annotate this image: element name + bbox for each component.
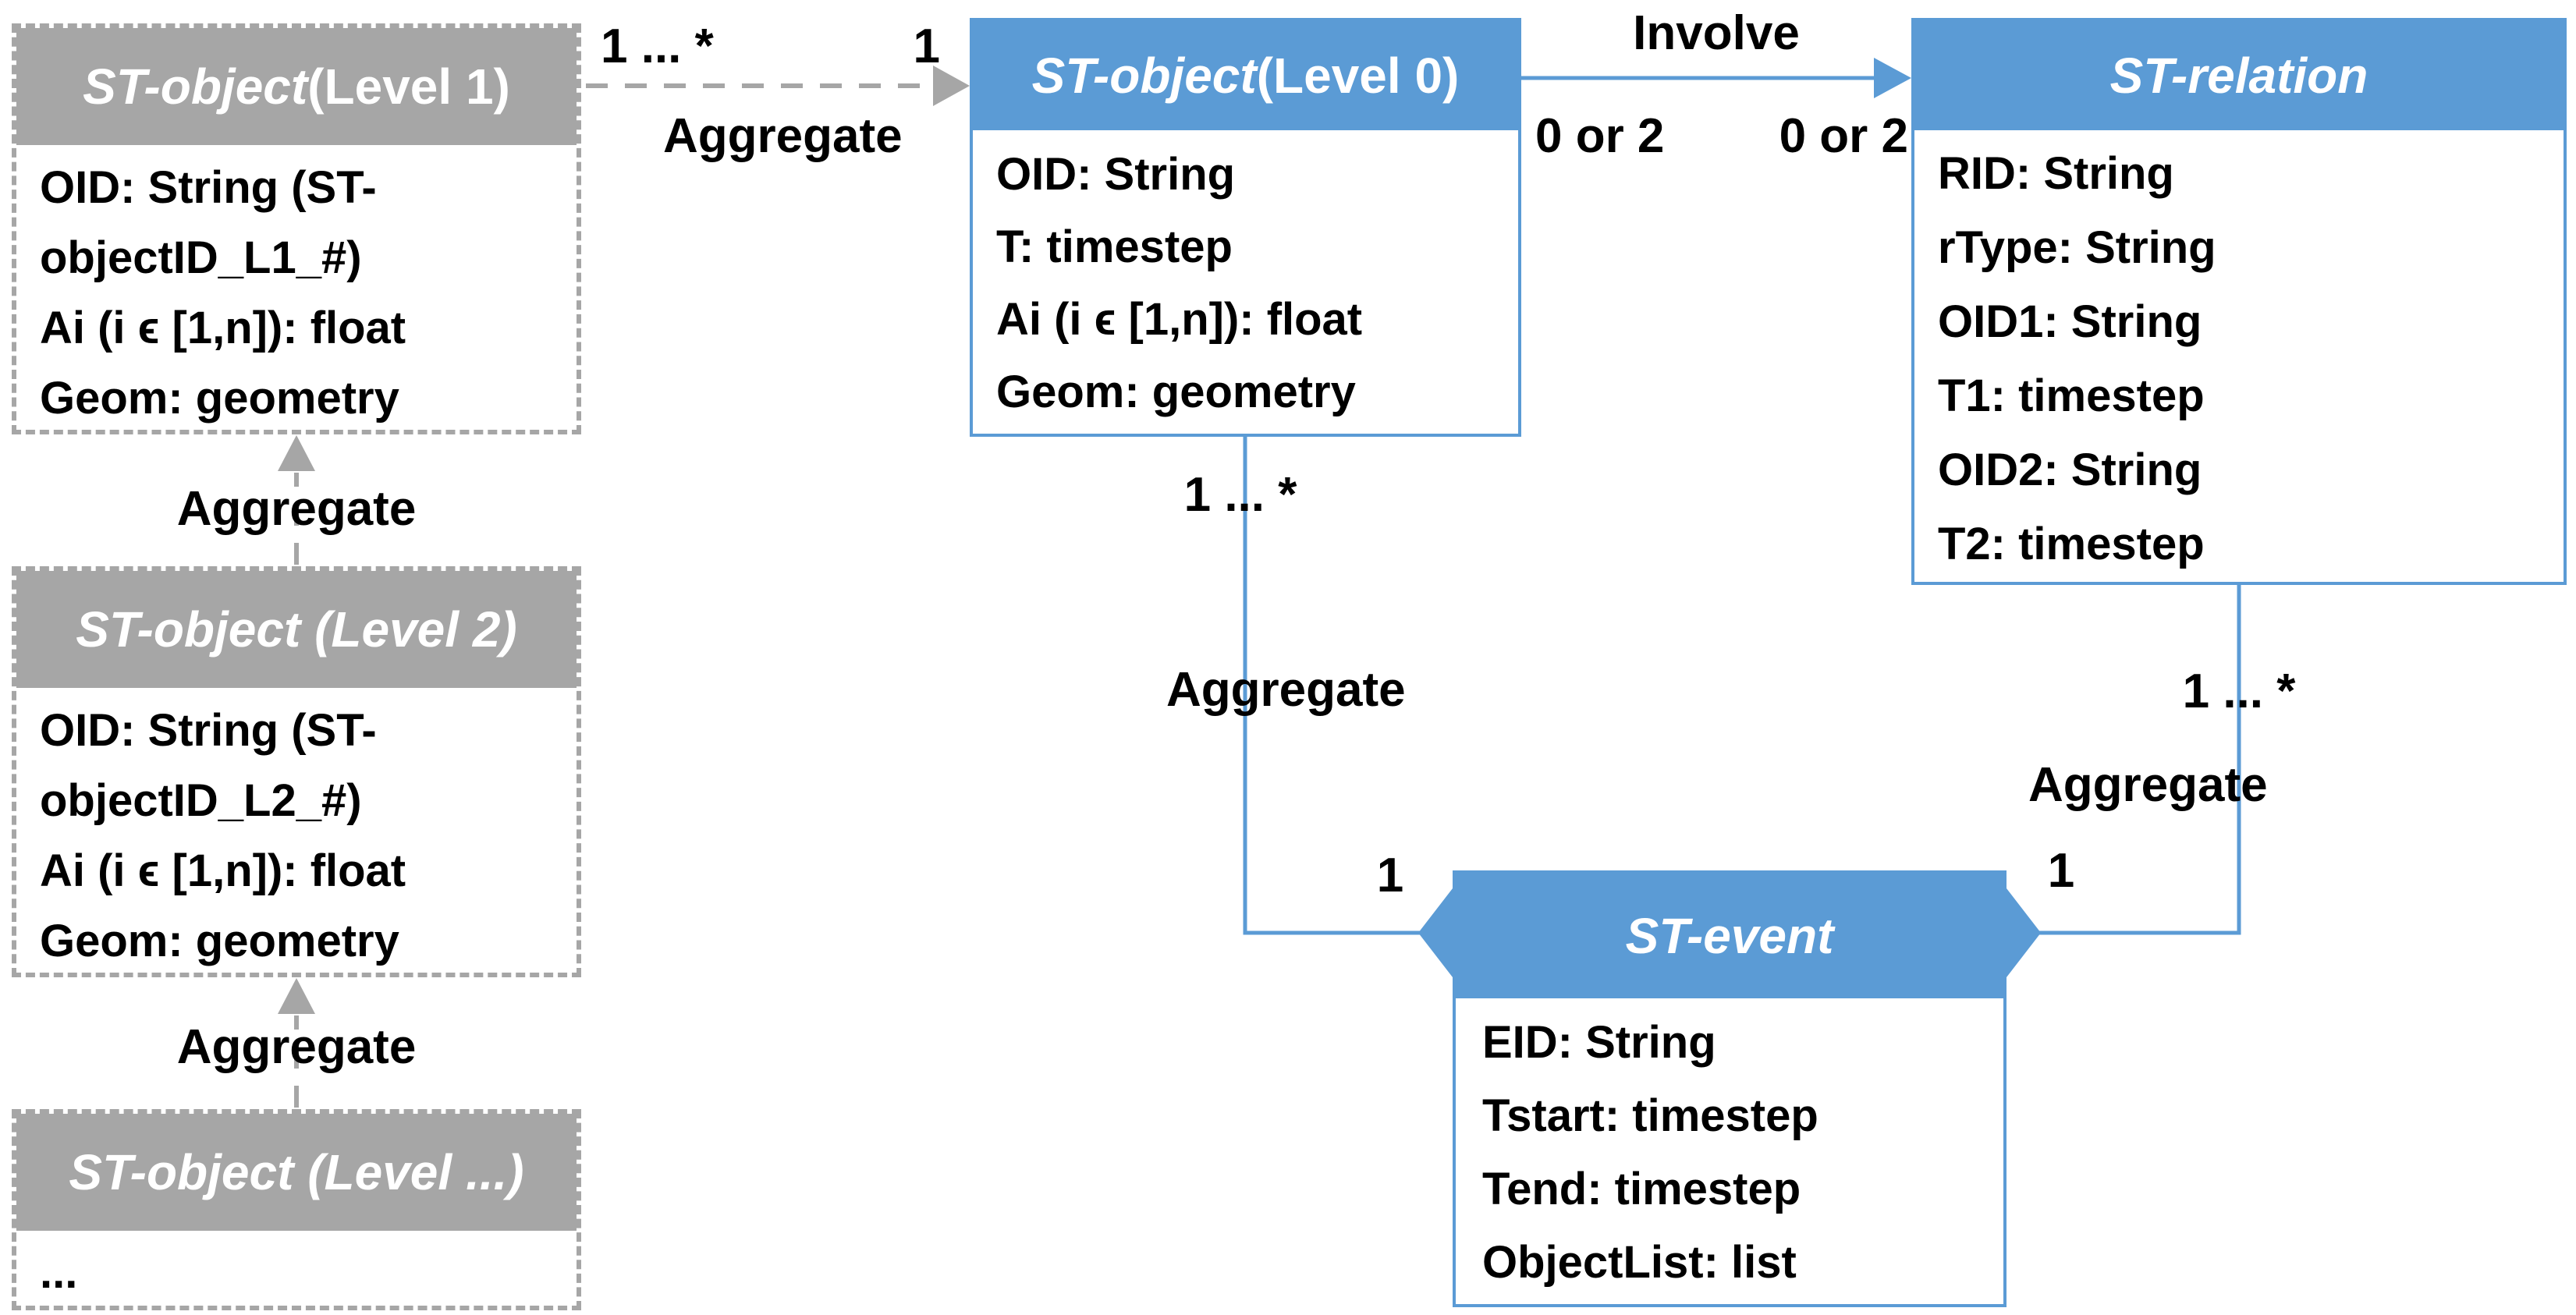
relationship-label: Aggregate <box>663 109 903 163</box>
attribute-line: Ai (i ϵ [1,n]): float <box>996 294 1363 345</box>
entity-title: ST-object (Level ...) <box>69 1144 524 1200</box>
attribute-line: T2: timestep <box>1938 519 2205 569</box>
attribute-line: OID: String (ST- <box>40 705 377 756</box>
entity-attributes: ... <box>16 1231 577 1304</box>
relationship-label: Aggregate <box>176 1020 417 1074</box>
attribute-line: Geom: geometry <box>996 367 1356 417</box>
entity-header: ST-object (Level 0) <box>973 21 1518 130</box>
attribute-line: ObjectList: list <box>1482 1237 1797 1288</box>
entity-title: ST-object <box>83 58 308 115</box>
entity-st-object-level1: ST-object (Level 1) OID: String (ST-obje… <box>12 23 581 434</box>
attribute-line: Geom: geometry <box>40 916 399 966</box>
entity-st-object-level-n: ST-object (Level ...) ... <box>12 1109 581 1310</box>
multiplicity-label: 1 ... * <box>1183 468 1297 522</box>
entity-title: ST-object <box>1031 48 1257 104</box>
multiplicity-label: 1 <box>913 19 940 73</box>
attribute-line: T: timestep <box>996 222 1233 272</box>
entity-title: ST-event <box>1625 908 1834 964</box>
attribute-line: OID: String <box>996 149 1236 200</box>
entity-st-object-level2: ST-object (Level 2) OID: String (ST-obje… <box>12 566 581 977</box>
multiplicity-label: 0 or 2 <box>1535 109 1665 163</box>
attribute-line: Geom: geometry <box>40 373 399 424</box>
attribute-line: Ai (i ϵ [1,n]): float <box>40 303 406 353</box>
entity-header: ST-event <box>1456 874 2003 998</box>
attribute-line: RID: String <box>1938 148 2174 199</box>
entity-title: ST-relation <box>2109 48 2368 104</box>
attribute-line: OID1: String <box>1938 296 2202 347</box>
entity-header: ST-object (Level 1) <box>16 28 577 145</box>
entity-header: ST-object (Level 2) <box>16 571 577 688</box>
attribute-line: objectID_L2_#) <box>40 775 362 826</box>
arrowhead-right-icon <box>1874 58 1911 98</box>
multiplicity-label: 1 <box>2047 844 2075 898</box>
multiplicity-label: 1 ... * <box>2182 665 2296 718</box>
relationship-label: Aggregate <box>176 482 417 536</box>
attribute-line: EID: String <box>1482 1017 1716 1068</box>
entity-header: ST-object (Level ...) <box>16 1114 577 1231</box>
attribute-line: Ai (i ϵ [1,n]): float <box>40 845 406 896</box>
multiplicity-label: 1 <box>1376 849 1404 902</box>
entity-header: ST-relation <box>1914 21 2564 130</box>
attribute-line: objectID_L1_#) <box>40 232 362 283</box>
entity-attributes: OID: String (ST-objectID_L1_#) Ai (i ϵ [1… <box>16 145 577 434</box>
relationship-label: Aggregate <box>2028 758 2268 812</box>
attribute-line: OID2: String <box>1938 445 2202 495</box>
attribute-line: ... <box>40 1247 78 1298</box>
relationship-label: Involve <box>1633 6 1800 60</box>
attribute-line: OID: String (ST- <box>40 162 377 213</box>
attribute-line: Tend: timestep <box>1482 1164 1801 1214</box>
multiplicity-label: 1 ... * <box>601 19 714 73</box>
entity-attributes: OID: String (ST-objectID_L2_#) Ai (i ϵ [1… <box>16 688 577 977</box>
involve-connector-level0-to-relation <box>1521 58 1911 98</box>
entity-title-suffix: (Level 1) <box>307 58 510 115</box>
multiplicity-label: 0 or 2 <box>1779 109 1908 163</box>
relationship-label: Aggregate <box>1166 663 1406 717</box>
entity-title: ST-object (Level 2) <box>76 601 517 658</box>
attribute-line: Tstart: timestep <box>1482 1090 1818 1141</box>
entity-st-object-level0: ST-object (Level 0) OID: String T: timest… <box>970 18 1521 437</box>
attribute-line: T1: timestep <box>1938 370 2205 421</box>
arrowhead-up-icon <box>278 435 315 471</box>
entity-attributes: OID: String T: timestep Ai (i ϵ [1,n]): fl… <box>973 130 1518 428</box>
entity-title-suffix: (Level 0) <box>1256 48 1460 104</box>
arrowhead-up-icon <box>278 978 315 1014</box>
attribute-line: rType: String <box>1938 222 2216 273</box>
